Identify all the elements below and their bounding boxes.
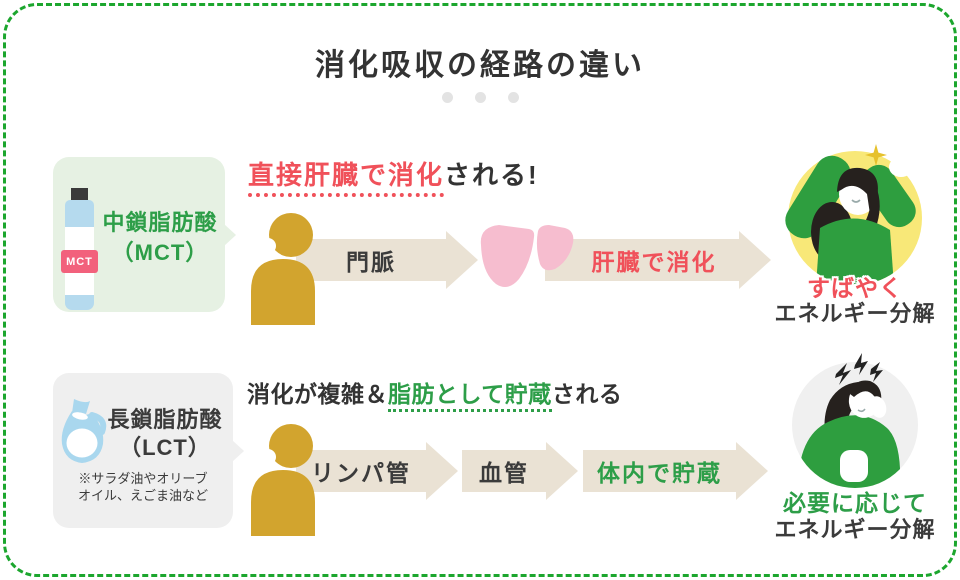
mct-headline-highlight: 直接肝臓で消化 (248, 160, 445, 197)
speech-tail-icon (224, 223, 236, 246)
stressed-person-illustration (792, 353, 918, 488)
lct-headline: 消化が複雑＆脂肪として貯蔵される (247, 375, 623, 412)
lct-box-note: ※サラダ油やオリーブ オイル、えごま油など (77, 471, 208, 503)
dot-icon (441, 92, 453, 103)
bottle-cap (71, 188, 88, 200)
lct-result-emphasis: 必要に応じて (783, 490, 927, 516)
lct-step1-arrow: リンパ管 (296, 442, 458, 500)
lct-headline-pre: 消化が複雑＆ (247, 381, 388, 407)
dot-icon (507, 92, 519, 103)
mct-headline-rest: される! (444, 160, 539, 190)
person-silhouette-icon (251, 424, 315, 536)
lightning-icon (835, 353, 883, 385)
mct-step2-arrow: 肝臓で消化 (545, 231, 771, 289)
page-title: 消化吸収の経路の違い (315, 49, 645, 82)
mct-result-emphasis: すばやく (807, 275, 903, 301)
lct-step1-label: リンパ管 (311, 460, 411, 486)
bottle-label: MCT (61, 250, 98, 273)
lct-headline-highlight: 脂肪として貯蔵 (388, 381, 552, 412)
mct-step1-label: 門脈 (346, 249, 396, 275)
lct-step2-label: 血管 (479, 460, 529, 486)
dot-icon (474, 92, 486, 103)
mct-headline: 直接肝臓で消化される! (248, 155, 539, 197)
right-hand (889, 152, 913, 177)
oil-jug-icon (61, 399, 107, 463)
lct-headline-post: される (551, 381, 623, 407)
liver-icon (480, 225, 574, 288)
mct-box-title: 中鎖脂肪酸 （MCT） (102, 210, 218, 265)
left-hand (780, 134, 811, 162)
lct-result-label: エネルギー分解 (774, 517, 936, 542)
mct-step1-arrow: 門脈 (296, 231, 478, 289)
mct-result-label: エネルギー分解 (774, 301, 936, 326)
mct-step2-label: 肝臓で消化 (591, 249, 717, 275)
lct-step3-arrow: 体内で貯蔵 (583, 442, 768, 500)
lct-step3-label: 体内で貯蔵 (597, 460, 722, 486)
speech-tail-icon (232, 439, 244, 462)
lct-step2-arrow: 血管 (462, 442, 578, 500)
person-silhouette-icon (251, 213, 315, 325)
lct-source-box: 長鎖脂肪酸 （LCT） ※サラダ油やオリーブ オイル、えごま油など (53, 373, 244, 528)
mct-bottle-icon: MCT (61, 188, 102, 310)
lct-box-title: 長鎖脂肪酸 （LCT） (107, 407, 223, 460)
happy-person-illustration (780, 134, 922, 285)
title-dots (0, 92, 960, 103)
mct-source-box: MCT 中鎖脂肪酸 （MCT） (53, 157, 236, 312)
